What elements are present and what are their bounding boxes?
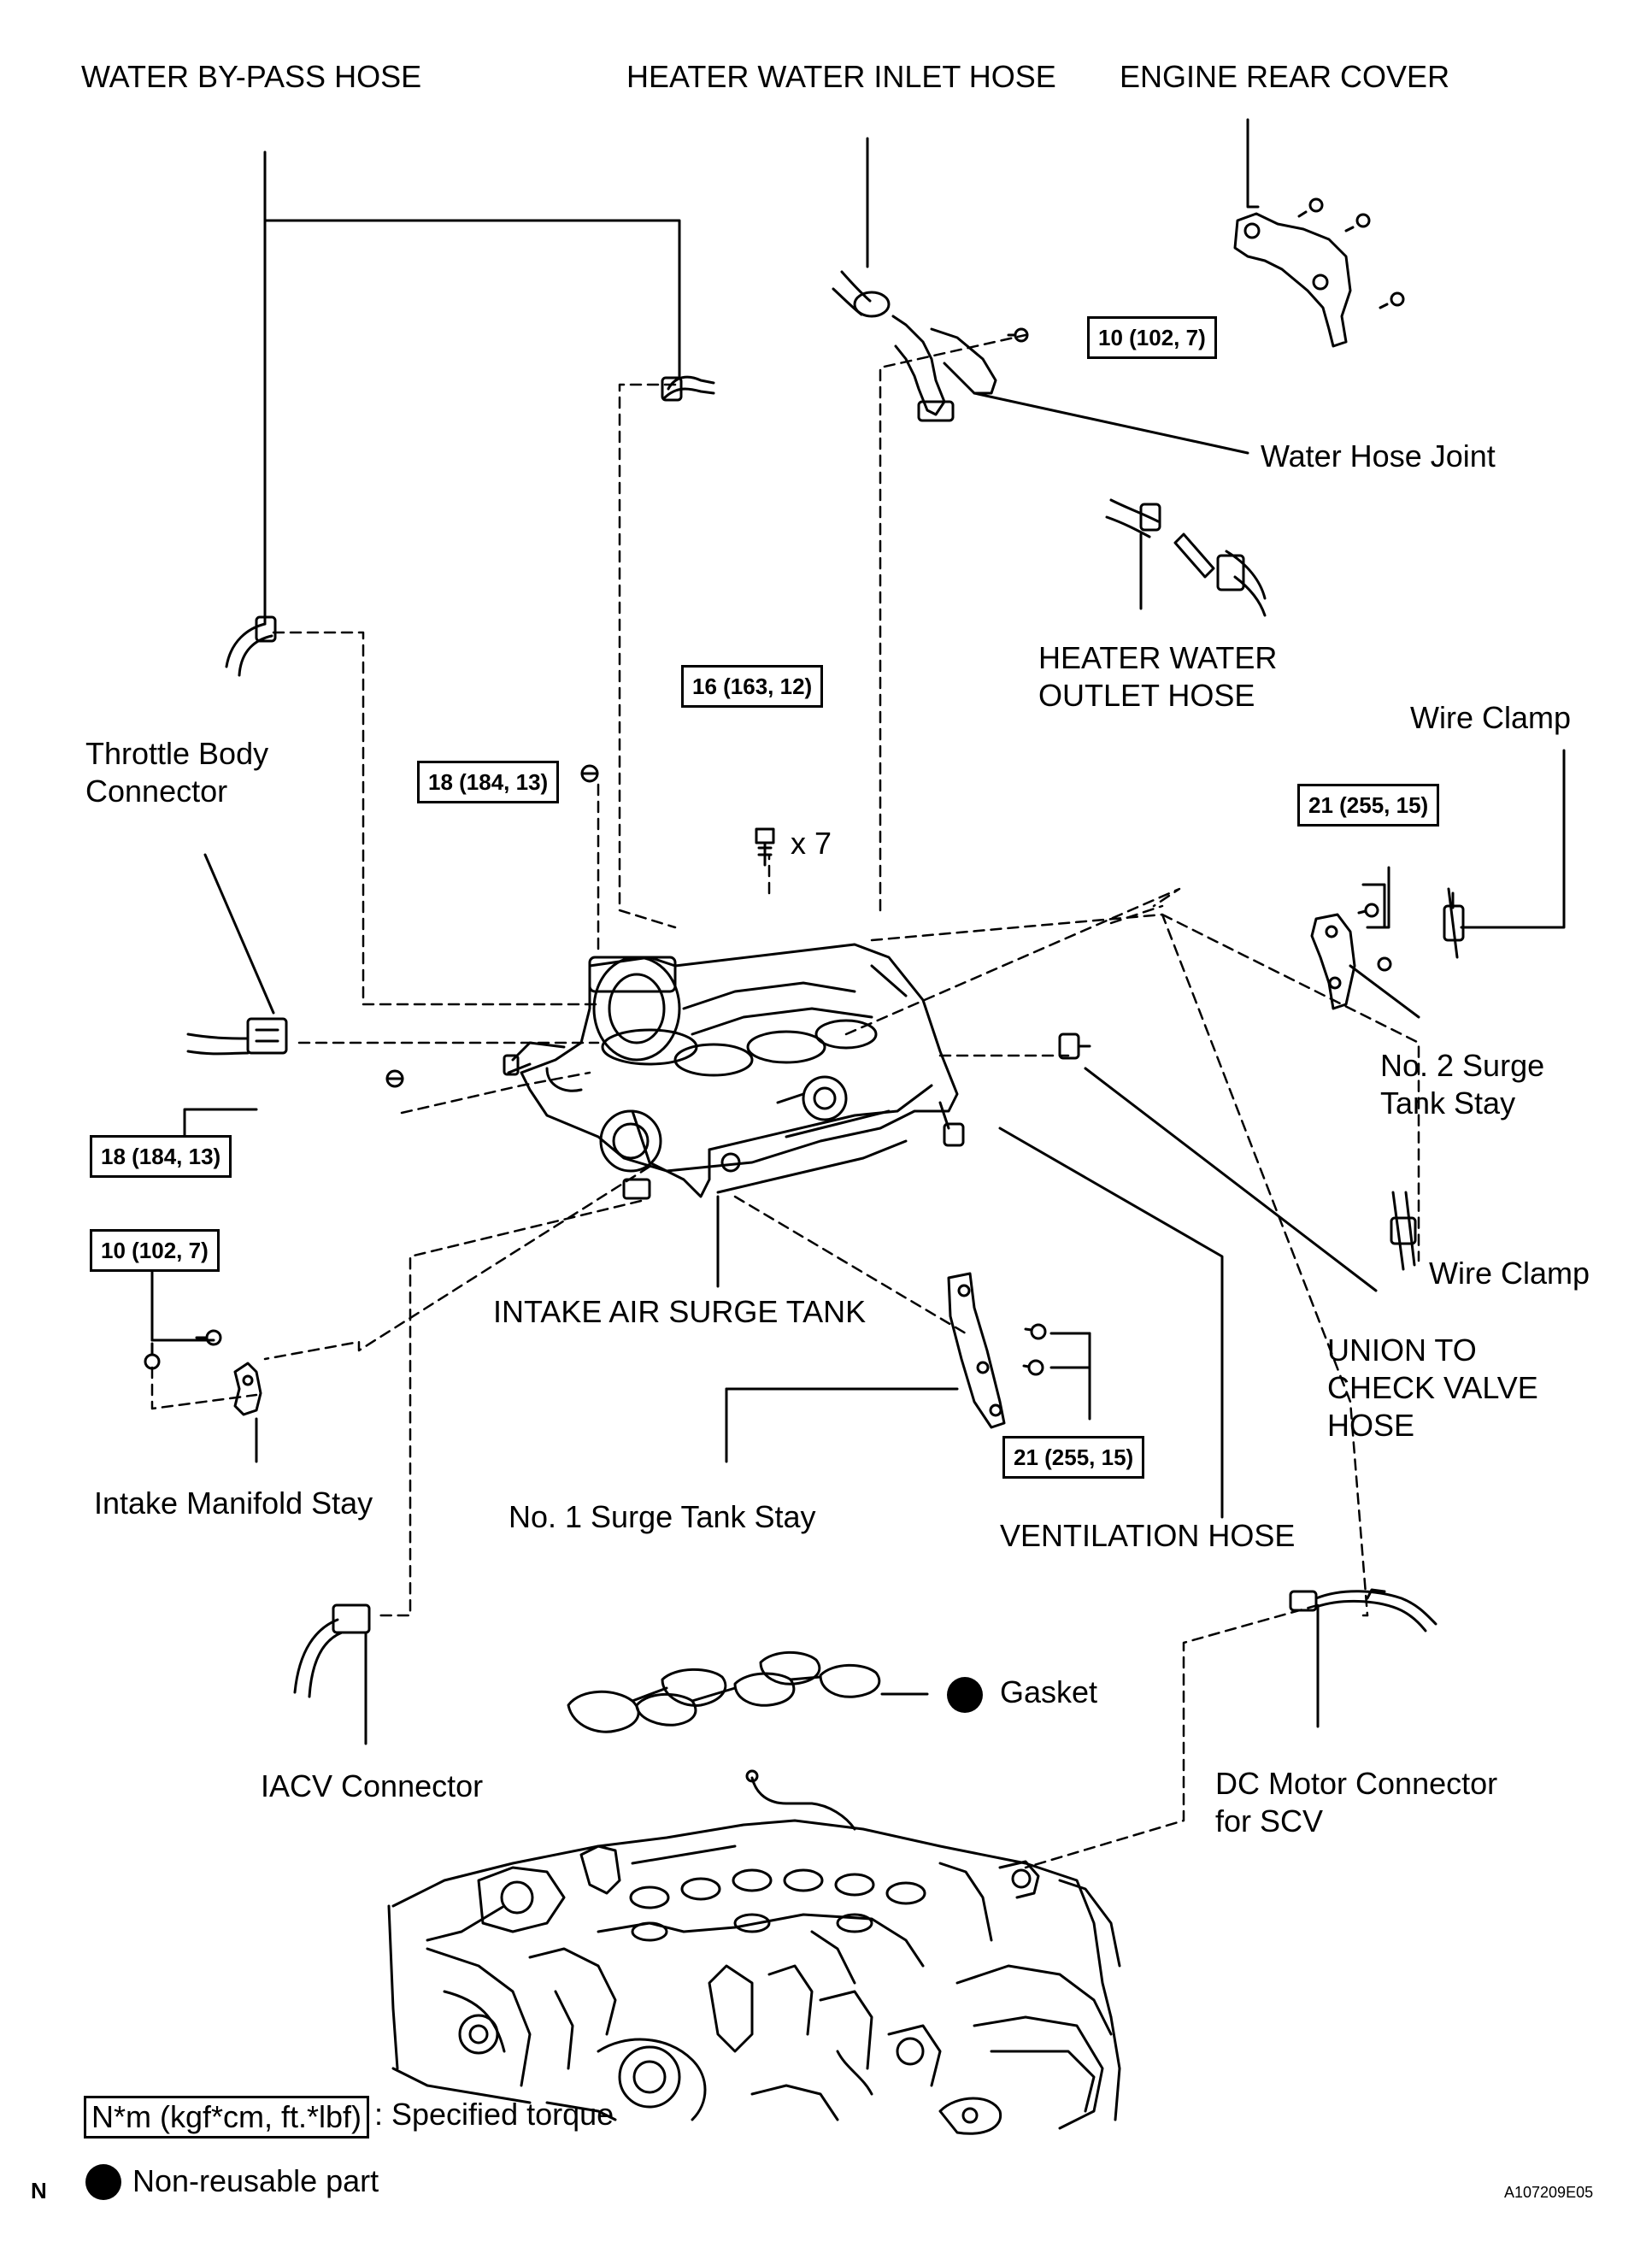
dashed-alignment-lines [152,335,1419,1868]
no1-surge-tank-stay-label: No. 1 Surge Tank Stay [509,1499,816,1534]
no2-stay-drawing [1312,915,1355,1009]
torque-no2-stay: 21 (255, 15) [1297,784,1440,827]
heater-water-inlet-hose-label: HEATER WATER INLET HOSE [626,59,1056,94]
torque-surge-tank-bolts: 16 (163, 12) [681,665,824,708]
north-mark: N [31,2178,47,2203]
legend-non-reusable-text: Non-reusable part [132,2163,379,2198]
dc-motor-connector-drawing [1290,1590,1436,1631]
gasket-label: Gasket [1000,1674,1098,1709]
torque-manifold-stay: 10 (102, 7) [90,1229,220,1272]
intake-air-surge-tank-label: INTAKE AIR SURGE TANK [493,1294,867,1329]
legend-non-reusable-dot [85,2164,121,2200]
intake-manifold-stay-drawing [235,1363,261,1415]
heater-outlet-hose-drawing [1107,500,1265,615]
legend-torque-text: : Specified torque [374,2097,614,2132]
iacv-connector-drawing [295,1605,369,1697]
union-drawing [1060,1034,1090,1058]
gasket-drawing [568,1652,879,1732]
heater-inlet-hose-drawing [833,272,1027,421]
iacv-connector-label: IACV Connector [261,1768,484,1803]
no2-surge-tank-stay-label: No. 2 Surge Tank Stay [1380,1048,1545,1121]
bolt-count-label: x 7 [791,826,832,861]
water-hose-joint-label: Water Hose Joint [1261,438,1496,474]
fasteners [145,766,1390,1374]
torque-nut-upper: 18 (184, 13) [417,761,560,803]
engine-rear-cover-drawing [1235,199,1403,346]
engine-rear-cover-label: ENGINE REAR COVER [1120,59,1450,94]
wire-clamp-bottom-label: Wire Clamp [1429,1256,1590,1291]
wire-clamp-top-label: Wire Clamp [1410,700,1572,735]
throttle-body-connector-drawing [188,1019,286,1054]
water-bypass-hose-drawing [226,377,714,675]
wire-clamps-drawing [1391,889,1463,1269]
gasket-non-reusable-dot [947,1677,983,1713]
engine-block-drawing [389,1771,1120,2133]
torque-heater-joint: 10 (102, 7) [1087,316,1217,359]
leader-lines [152,120,1564,1744]
legend-torque-unit-box: N*m (kgf*cm, ft.*lbf) [84,2096,370,2139]
intake-air-surge-tank-drawing [504,944,963,1198]
no1-stay-drawing [949,1274,1004,1427]
torque-no1-stay: 21 (255, 15) [1002,1436,1145,1479]
heater-water-outlet-hose-label: HEATER WATER OUTLET HOSE [1038,640,1278,713]
water-bypass-hose-label: WATER BY-PASS HOSE [81,59,422,94]
throttle-body-connector-label: Throttle Body Connector [85,736,269,809]
figure-code: A107209E05 [1504,2184,1594,2201]
dc-motor-connector-label: DC Motor Connector for SCV [1215,1766,1498,1838]
ventilation-hose-label: VENTILATION HOSE [1000,1518,1296,1553]
union-to-check-valve-hose-label: UNION TO CHECK VALVE HOSE [1327,1333,1538,1443]
intake-manifold-stay-label: Intake Manifold Stay [94,1485,373,1521]
torque-nut-lower: 18 (184, 13) [90,1135,232,1178]
